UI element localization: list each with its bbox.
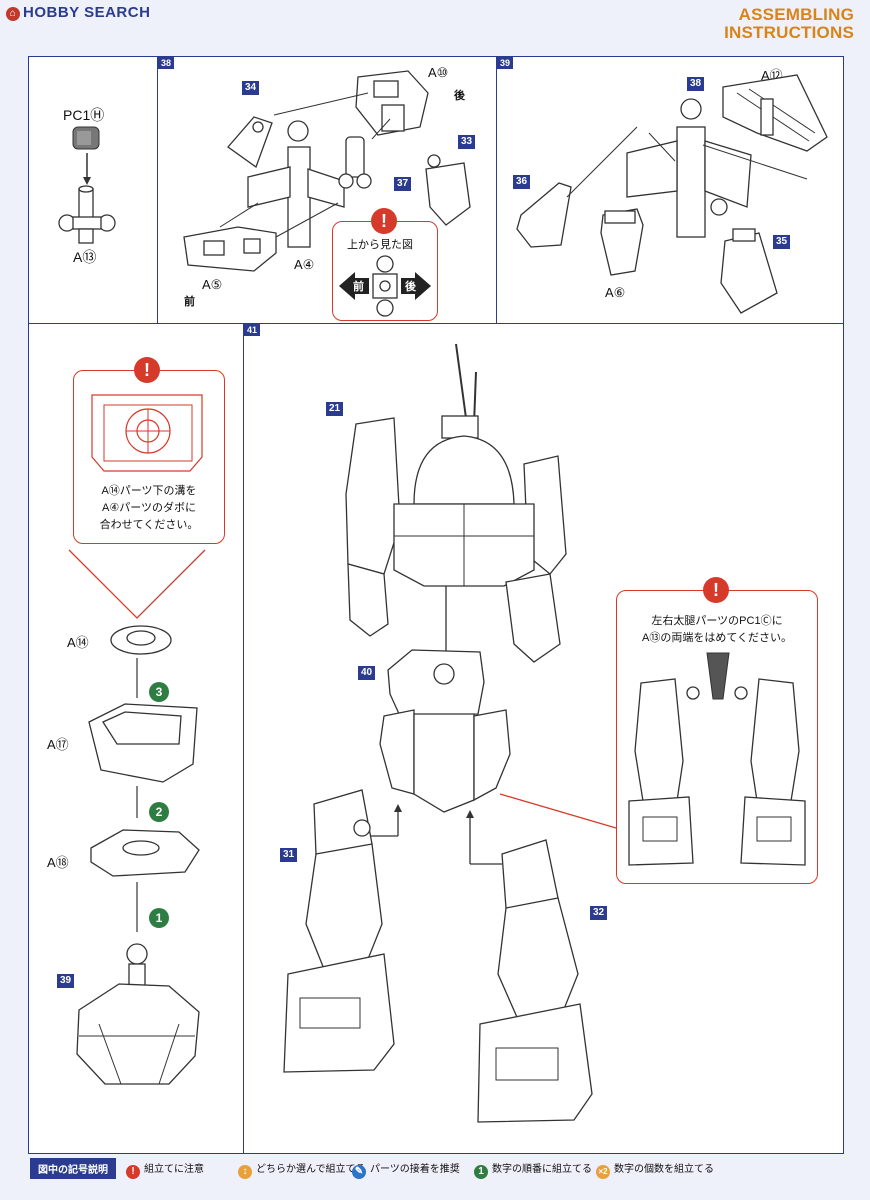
part-label-a17: A⑰	[47, 737, 69, 752]
thigh-pc1-note-text: 左右太腿パーツのPC1Ⓒに A⑬の両端をはめてください。	[641, 615, 792, 644]
glue-icon: ✎	[352, 1165, 366, 1179]
caution-icon: !	[703, 577, 729, 603]
part-label-a13: A⑬	[73, 249, 97, 265]
step-41-diagram	[283, 343, 617, 1123]
step-number-41: 41	[244, 324, 261, 336]
legend-item-caution: !組立てに注意	[126, 1160, 204, 1179]
label-front: 前	[184, 296, 195, 308]
view-from-top-diagram	[339, 255, 431, 317]
legend-item-choose: ↕どちらか選んで組立てる	[238, 1160, 366, 1179]
legend-heading: 図中の記号説明	[30, 1158, 116, 1179]
view-label-front: 前	[353, 281, 364, 293]
panel-step-38: 38 34 33 37 A⑩ 後 A④ A⑤ 前 !	[157, 56, 499, 326]
panel-step-39: 39 38 36 35 A⑫ A⑥	[496, 56, 844, 326]
part-number-33: 33	[458, 135, 476, 149]
part-label-a6: A⑥	[605, 285, 626, 300]
step-number-39: 39	[497, 57, 514, 69]
view-from-top-note: ! 上から見た図 前 後	[332, 208, 438, 321]
thigh-pc1-diagram	[628, 652, 806, 866]
part-number-32: 32	[590, 906, 608, 920]
part-number-21: 21	[326, 402, 344, 416]
legend-item-glue: ✎パーツの接着を推奨	[352, 1160, 460, 1179]
hobby-search-logo: ⌂HOBBY SEARCH	[6, 4, 150, 21]
step-number-38: 38	[158, 57, 175, 69]
part-label-a18: A⑱	[47, 855, 69, 870]
page-title: ASSEMBLING INSTRUCTIONS	[724, 5, 854, 42]
part-label-a14: A⑭	[67, 635, 89, 650]
part-number-35: 35	[773, 235, 791, 249]
alignment-note-text: A⑭パーツ下の溝を A④パーツのダボに 合わせてください。	[99, 485, 199, 531]
part-label-pc1: PC1Ⓗ	[63, 107, 105, 123]
panel-step-40: ! A⑭パーツ下の溝を A④パーツのダボに 合わせてください。	[28, 323, 246, 1154]
view-from-top-title: 上から見た図	[347, 239, 413, 251]
a14-groove-diagram	[91, 394, 203, 472]
view-label-back: 後	[405, 281, 416, 293]
pc1-diagram	[58, 126, 116, 244]
part-number-40: 40	[358, 666, 376, 680]
part-number-34: 34	[242, 81, 260, 95]
count-icon: ×2	[596, 1165, 610, 1179]
alignment-note: ! A⑭パーツ下の溝を A④パーツのダボに 合わせてください。	[73, 357, 225, 544]
part-label-a10: A⑩	[428, 65, 449, 80]
order-step-1: 1	[149, 908, 169, 928]
caution-icon: !	[371, 208, 397, 234]
part-number-37: 37	[394, 177, 412, 191]
part-number-39: 39	[57, 974, 75, 988]
part-number-38: 38	[687, 77, 705, 91]
order-step-2: 2	[149, 802, 169, 822]
caution-icon: !	[134, 357, 160, 383]
part-number-31: 31	[280, 848, 298, 862]
part-label-a5: A⑤	[202, 277, 223, 292]
panel-step-41: 41 21 40 31 32	[243, 323, 844, 1154]
thigh-pc1-note: ! 左右太腿パーツのPC1Ⓒに A⑬の両端をはめてください。	[616, 577, 818, 884]
part-number-36: 36	[513, 175, 531, 189]
choose-icon: ↕	[238, 1165, 252, 1179]
panel-pre-step: PC1Ⓗ A⑬	[28, 56, 160, 326]
part-label-a4: A④	[294, 257, 315, 272]
symbol-legend: 図中の記号説明 !組立てに注意 ↕どちらか選んで組立てる ✎パーツの接着を推奨 …	[0, 1158, 870, 1179]
label-back: 後	[454, 90, 465, 102]
order-icon: 1	[474, 1165, 488, 1179]
order-step-3: 3	[149, 682, 169, 702]
caution-icon: !	[126, 1165, 140, 1179]
step-39-diagram	[516, 74, 828, 314]
step-38-diagram	[183, 70, 471, 272]
step-40-diagram	[68, 549, 206, 1085]
